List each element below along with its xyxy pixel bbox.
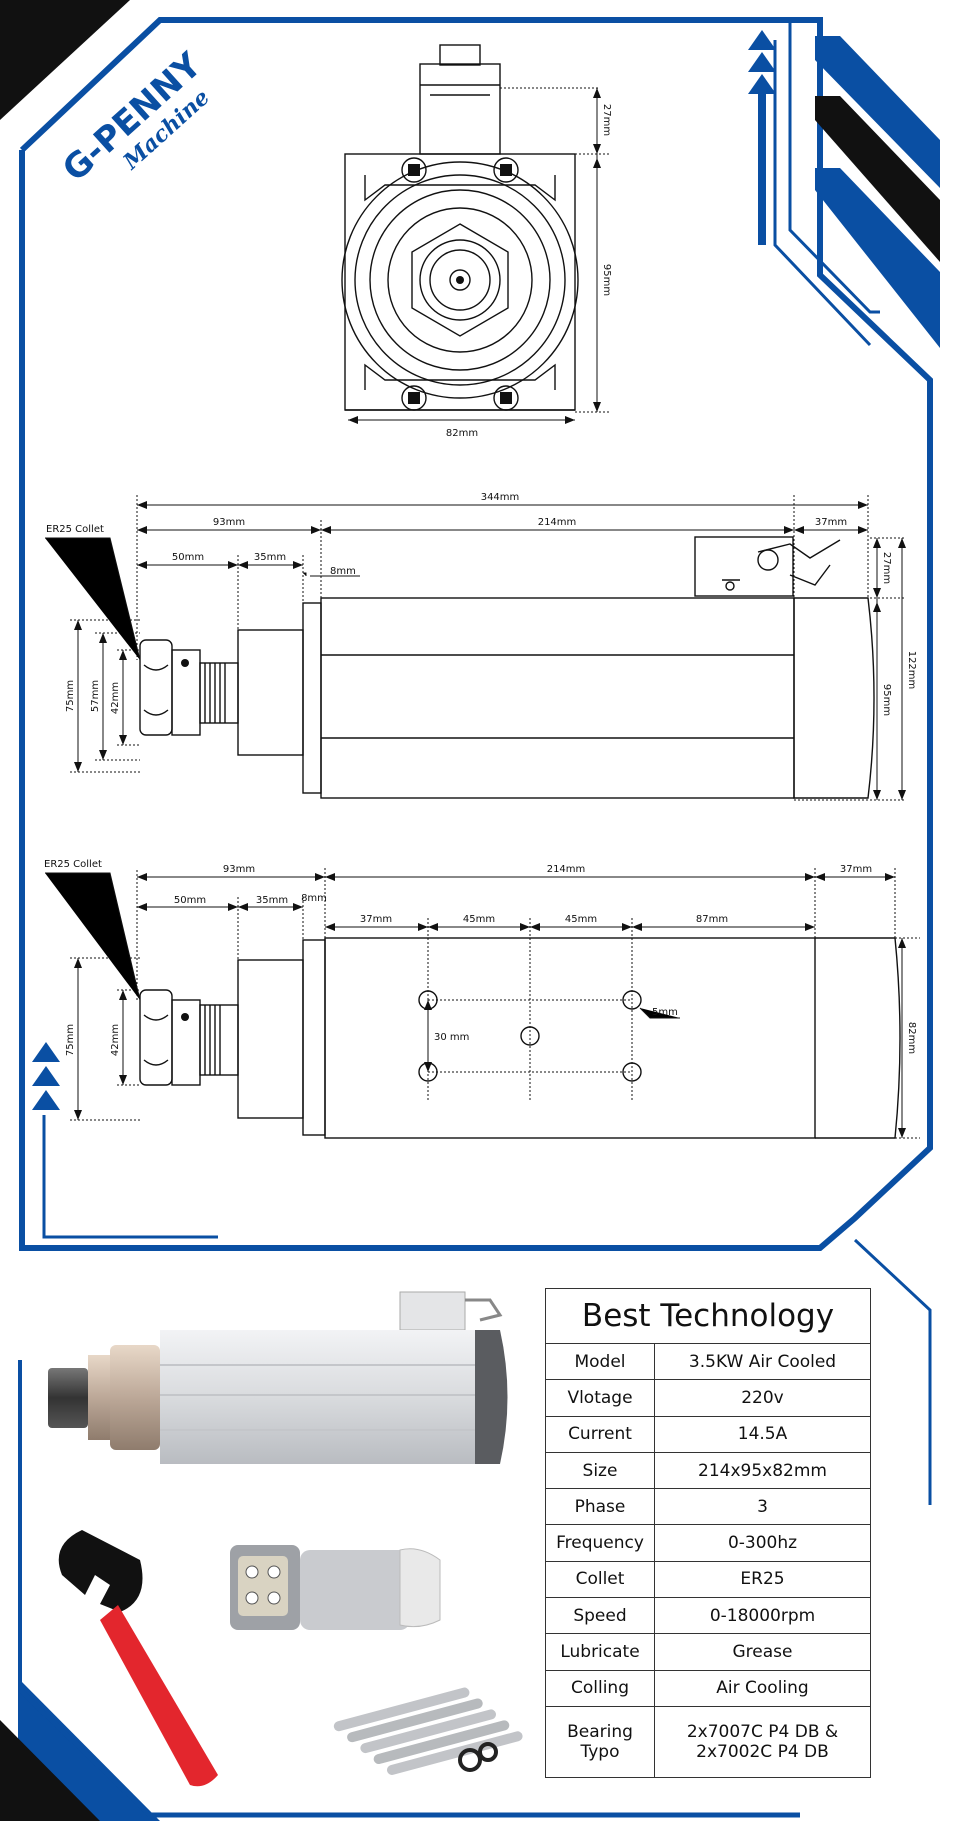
spec-value: 14.5A: [654, 1415, 871, 1453]
spec-key: Speed: [545, 1597, 655, 1635]
table-row: Size 214x95x82mm: [545, 1451, 871, 1490]
bottom-dim-42: 42mm: [110, 1024, 121, 1056]
table-row: Current 14.5A: [545, 1415, 871, 1453]
bottom-dim-35: 35mm: [256, 895, 288, 906]
spec-key: Current: [545, 1415, 655, 1453]
table-row: Model 3.5KW Air Cooled: [545, 1342, 871, 1381]
side-dim-37: 37mm: [815, 517, 847, 528]
stripe-blue-2: [815, 168, 940, 348]
bottom-dim-hole-37: 37mm: [360, 914, 392, 925]
bottom-dim-hole-30: 30 mm: [434, 1032, 469, 1043]
corner-black-triangle: [0, 0, 130, 120]
side-dim-344: 344mm: [481, 492, 520, 503]
arrow-up-icon: [32, 1042, 60, 1062]
wrench-photo: [58, 1530, 218, 1787]
arrow-up-icon: [748, 74, 776, 94]
bottom-dim-75: 75mm: [65, 1024, 76, 1056]
spec-table-title-row: Best Technology: [545, 1288, 871, 1344]
spec-value: Grease: [654, 1633, 871, 1671]
bottom-dim-93: 93mm: [223, 864, 255, 875]
spec-key: Model: [545, 1342, 655, 1381]
front-dim-82: 82mm: [446, 428, 478, 439]
bottom-dim-214: 214mm: [547, 864, 586, 875]
bottom-dim-8: 8mm: [301, 893, 327, 904]
side-dim-95: 95mm: [881, 684, 892, 716]
table-row: Colling Air Cooling: [545, 1669, 871, 1707]
bottom-dim-hole-45a: 45mm: [463, 914, 495, 925]
bottom-dim-50: 50mm: [174, 895, 206, 906]
side-dim-93: 93mm: [213, 517, 245, 528]
spec-value: 2x7007C P4 DB & 2x7002C P4 DB: [654, 1705, 871, 1779]
table-row: Speed 0-18000rpm: [545, 1597, 871, 1635]
arrow-up-icon: [748, 52, 776, 72]
spec-value: 0-300hz: [654, 1524, 871, 1562]
bottom-dim-37: 37mm: [840, 864, 872, 875]
collet-nut: [411, 223, 509, 337]
side-dim-57: 57mm: [90, 680, 101, 712]
side-dim-214: 214mm: [538, 517, 577, 528]
side-dim-75: 75mm: [65, 680, 76, 712]
spec-value: 0-18000rpm: [654, 1597, 871, 1635]
front-face-ring: [341, 161, 579, 399]
spec-value: 3: [654, 1488, 871, 1526]
table-row: Vlotage 220v: [545, 1379, 871, 1417]
side-dim-27: 27mm: [881, 552, 892, 584]
bottom-collet-label: ER25 Collet: [44, 859, 102, 870]
side-dim-50: 50mm: [172, 552, 204, 563]
bottom-dim-82: 82mm: [906, 1022, 917, 1054]
table-row: Phase 3: [545, 1488, 871, 1526]
spec-key: Frequency: [545, 1524, 655, 1562]
spec-key: Collet: [545, 1560, 655, 1599]
spec-key: Colling: [545, 1669, 655, 1707]
spec-key: Vlotage: [545, 1379, 655, 1417]
table-row: Lubricate Grease: [545, 1633, 871, 1671]
spindle-photo: [48, 1291, 508, 1464]
arrow-up-icon: [748, 30, 776, 50]
table-row: Collet ER25: [545, 1560, 871, 1599]
spec-value: 214x95x82mm: [654, 1451, 871, 1490]
spec-key: Lubricate: [545, 1633, 655, 1671]
brand-logo: G-PENNY Machine: [55, 45, 215, 190]
frame-outer-line: [19, 17, 933, 1251]
bottom-dim-hole-45b: 45mm: [565, 914, 597, 925]
spec-value: Air Cooling: [654, 1669, 871, 1707]
frame-inner-corner: [42, 1115, 218, 1239]
table-row: Frequency 0-300hz: [545, 1524, 871, 1562]
spec-key: Bearing Typo: [545, 1705, 655, 1779]
side-dim-42: 42mm: [110, 682, 121, 714]
side-dim-35: 35mm: [254, 552, 286, 563]
contact-pins-photo: [333, 1687, 523, 1775]
side-collet-label: ER25 Collet: [46, 524, 104, 535]
spec-key: Phase: [545, 1488, 655, 1526]
stripe-black: [815, 96, 940, 262]
table-row: Bearing Typo 2x7007C P4 DB & 2x7002C P4 …: [545, 1705, 871, 1779]
side-handle: [694, 536, 794, 597]
spec-value: 220v: [654, 1379, 871, 1417]
stripe-blue-1: [815, 36, 940, 188]
front-handle: [439, 44, 481, 66]
arrow-up-icon: [32, 1066, 60, 1086]
bottom-body: [324, 937, 816, 1139]
spec-table-title: Best Technology: [545, 1288, 871, 1344]
bottom-dim-hole-87: 87mm: [696, 914, 728, 925]
spec-key: Size: [545, 1451, 655, 1490]
connector-plug-photo: [230, 1545, 441, 1630]
side-dim-122: 122mm: [906, 651, 917, 690]
bottom-dim-hole-5: 5mm: [652, 1007, 678, 1018]
front-dim-27: 27mm: [601, 104, 612, 136]
front-dim-95: 95mm: [601, 264, 612, 296]
spec-table: Best Technology Model 3.5KW Air Cooled V…: [545, 1288, 871, 1779]
spec-value: ER25: [654, 1560, 871, 1599]
arrow-up-icon: [32, 1090, 60, 1110]
spec-value: 3.5KW Air Cooled: [654, 1342, 871, 1381]
side-dim-8: 8mm: [330, 566, 356, 577]
